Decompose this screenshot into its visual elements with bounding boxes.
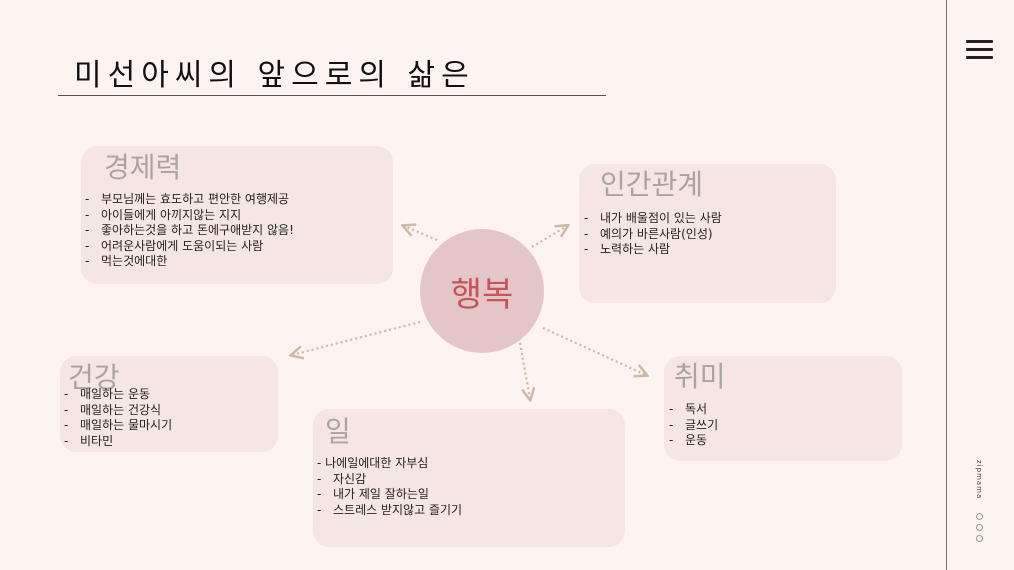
list-item: 매일하는 운동 bbox=[64, 387, 172, 403]
list-item: 아이들에게 아끼지않는 지지 bbox=[85, 208, 294, 224]
page-title: 미선아씨의 앞으로의 삶은 bbox=[74, 58, 475, 93]
card-health-list: 매일하는 운동 매일하는 건강식 매일하는 물마시기 비타민 bbox=[64, 387, 172, 449]
list-item: 자신감 bbox=[317, 472, 462, 488]
card-hobby-heading: 취미 bbox=[674, 360, 726, 393]
list-item: 노력하는 사람 bbox=[584, 242, 722, 258]
list-item: 스트레스 받지않고 즐기기 bbox=[317, 503, 462, 519]
list-item: 매일하는 건강식 bbox=[64, 403, 172, 419]
card-hobby-list: 독서 글쓰기 운동 bbox=[669, 402, 718, 449]
arrow-to-relations bbox=[531, 226, 567, 248]
list-item: 비타민 bbox=[64, 434, 172, 450]
card-relations-list: 내가 배울점이 있는 사람 예의가 바른사람(인성) 노력하는 사람 bbox=[584, 211, 722, 258]
list-item: 내가 배울점이 있는 사람 bbox=[584, 211, 722, 227]
arrow-to-economy bbox=[404, 226, 438, 242]
center-node: 행복 bbox=[420, 229, 544, 353]
page-indicator bbox=[976, 513, 983, 546]
list-item: 운동 bbox=[669, 433, 718, 449]
indicator-dot[interactable] bbox=[976, 524, 983, 531]
card-work-heading: 일 bbox=[325, 415, 351, 448]
card-work-intro: - 나에일에대한 자부심 bbox=[317, 456, 429, 470]
arrow-to-health bbox=[292, 320, 421, 355]
brand-label: zipmama bbox=[975, 460, 983, 500]
list-item: 글쓰기 bbox=[669, 418, 718, 434]
title-underline bbox=[58, 95, 606, 96]
list-item: 먹는것에대한 bbox=[85, 254, 294, 270]
list-item: 좋아하는것을 하고 돈에구애받지 않음! bbox=[85, 223, 294, 239]
hamburger-menu-icon[interactable] bbox=[966, 40, 993, 60]
center-label: 행복 bbox=[450, 274, 514, 315]
list-item: 예의가 바른사람(인성) bbox=[584, 227, 722, 243]
indicator-dot[interactable] bbox=[976, 513, 983, 520]
list-item: 매일하는 물마시기 bbox=[64, 418, 172, 434]
card-economy-heading: 경제력 bbox=[104, 151, 182, 184]
indicator-dot[interactable] bbox=[976, 535, 983, 542]
list-item: 독서 bbox=[669, 402, 718, 418]
list-item: 어려운사람에게 도움이되는 사람 bbox=[85, 239, 294, 255]
arrow-to-hobby bbox=[542, 326, 646, 375]
card-relations-heading: 인간관계 bbox=[600, 168, 704, 201]
sidebar-divider bbox=[946, 0, 947, 570]
card-economy-list: 부모님께는 효도하고 편안한 여행제공 아이들에게 아끼지않는 지지 좋아하는것… bbox=[85, 192, 294, 270]
list-item: 내가 제일 잘하는일 bbox=[317, 487, 462, 503]
list-item: 부모님께는 효도하고 편안한 여행제공 bbox=[85, 192, 294, 208]
arrow-to-work bbox=[518, 342, 530, 399]
card-work-list: 자신감 내가 제일 잘하는일 스트레스 받지않고 즐기기 bbox=[317, 472, 462, 519]
